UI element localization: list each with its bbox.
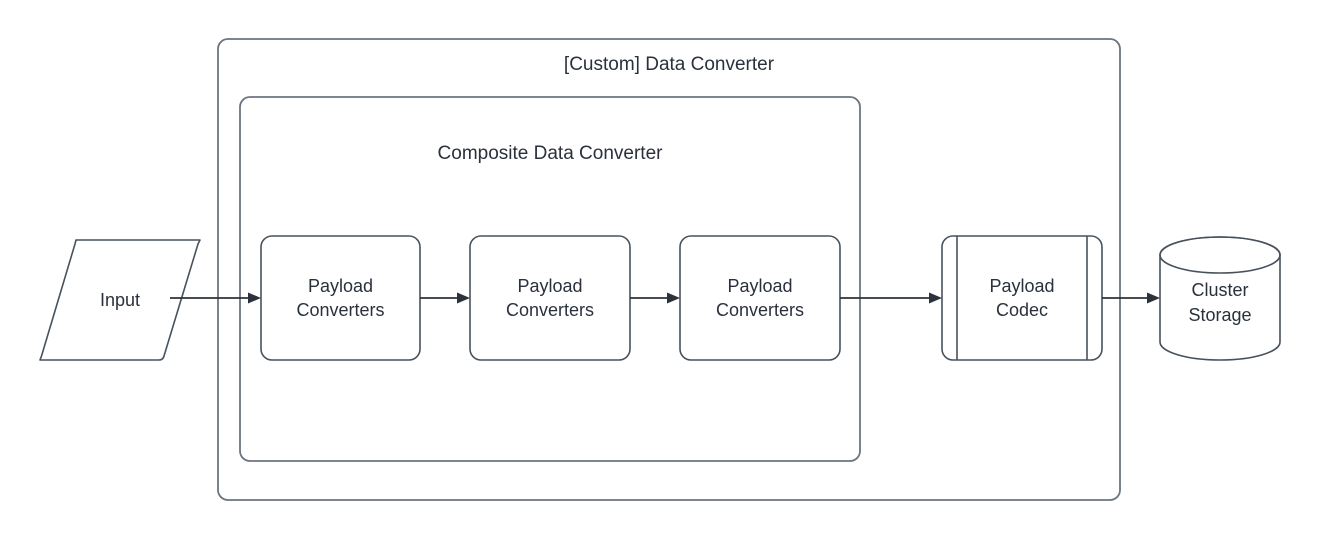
- node-cluster-storage-shape[interactable]: [1159, 236, 1281, 361]
- container-composite-data-converter[interactable]: [239, 96, 861, 462]
- node-payload-converters-1-shape[interactable]: [260, 235, 421, 361]
- node-payload-converters-2-shape[interactable]: [469, 235, 631, 361]
- cluster-storage-top-ellipse: [1159, 236, 1281, 274]
- connector-converter-2-to-converter-3: [630, 292, 680, 304]
- connector-converter-1-to-converter-2: [420, 292, 470, 304]
- node-input-shape[interactable]: [39, 239, 201, 361]
- connector-input-to-converter-1: [170, 292, 261, 304]
- connector-codec-to-storage: [1102, 292, 1160, 304]
- container-custom-data-converter[interactable]: [217, 38, 1121, 501]
- node-payload-codec-shape[interactable]: [941, 235, 1103, 361]
- node-payload-converters-3-shape[interactable]: [679, 235, 841, 361]
- connector-converter-3-to-codec: [840, 292, 942, 304]
